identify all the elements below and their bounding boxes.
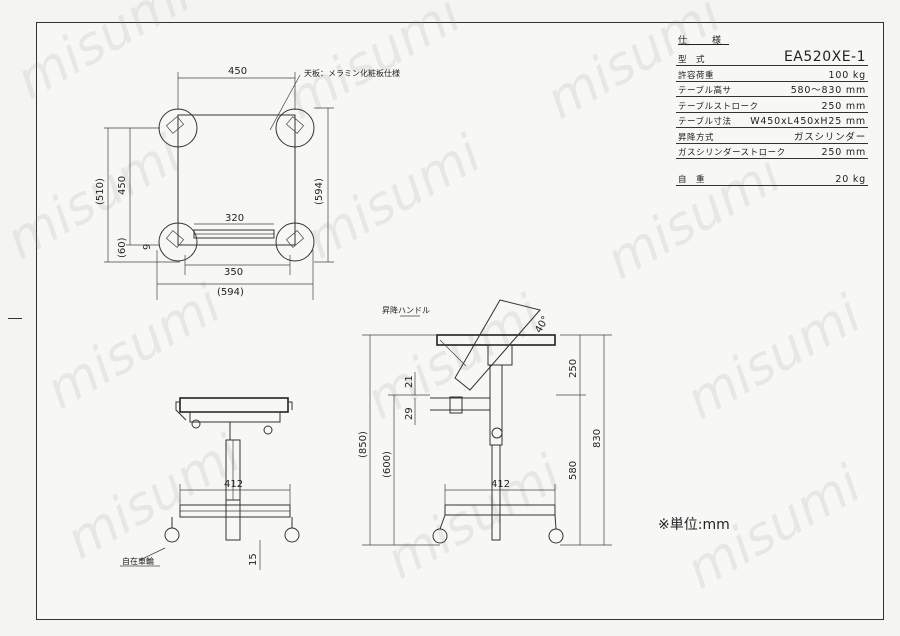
watermark-text: misumi [57, 424, 252, 571]
dim-handle: 320 [225, 213, 244, 224]
watermark-text: misumi [7, 0, 202, 111]
front-view: 412 15 自在車輪 [120, 397, 300, 570]
spec-label: 許容荷重 [678, 70, 715, 81]
dim-total: (850) [358, 431, 369, 458]
dim-base-outer: (594) [217, 287, 244, 298]
spec-row: 許容荷重 100 kg [676, 66, 868, 82]
dim-min: (600) [382, 451, 393, 478]
dim-side-base: 412 [491, 479, 510, 490]
table-top-outline [177, 114, 296, 246]
spec-value: ガスシリンダー [793, 131, 866, 143]
dim-left-inner: 450 [117, 176, 128, 195]
spec-label: テーブルストローク [678, 101, 759, 112]
spec-heading: 仕 様 [678, 36, 730, 46]
spec-row: テーブル寸法 W450xL450xH25 mm [676, 113, 868, 128]
dim-top: 450 [228, 66, 247, 77]
margin-tick [8, 318, 22, 319]
spec-value: EA520XE-1 [783, 49, 866, 65]
dim-left-bottom: (60) [117, 237, 128, 258]
side-column-lower [491, 444, 501, 541]
spec-value: 100 kg [828, 69, 866, 81]
spec-table: 仕 様 型 式 EA520XE-1 許容荷重 100 kg テーブル高サ 580… [676, 30, 868, 186]
drawing-sheet [36, 22, 884, 620]
dim-base-inner: 350 [224, 267, 243, 278]
watermark-text: misumi [37, 274, 232, 421]
spec-label: テーブル寸法 [678, 117, 732, 127]
dim-small: 9 [142, 244, 153, 250]
top-view: 450 (510) 450 (60) 9 320 350 (594) (594)… [95, 66, 400, 300]
spec-row: 自 重 20 kg [676, 170, 868, 186]
spec-label: 自 重 [678, 174, 706, 185]
dim-right: (594) [314, 178, 325, 205]
dim-left-outer: (510) [95, 178, 106, 205]
spec-spacer [676, 159, 868, 170]
spec-label: 昇降方式 [678, 132, 715, 143]
watermark-text: misumi [677, 284, 872, 431]
side-handle [454, 299, 541, 391]
front-table [179, 397, 289, 413]
spec-row: テーブル高サ 580～830 mm [676, 82, 868, 97]
spec-value: 250 mm [821, 100, 866, 112]
side-base [444, 504, 556, 516]
spec-row: ガスシリンダーストローク 250 mm [676, 144, 868, 159]
spec-value: W450xL450xH25 mm [750, 116, 866, 127]
spec-label: 型 式 [678, 55, 706, 65]
dim-step2: 29 [404, 407, 415, 420]
side-view: 412 40° (850) (600) 21 29 250 580 830 昇降… [358, 299, 612, 546]
spec-value: 250 mm [821, 147, 866, 158]
top-plate-note: 天板：メラミン化粧板仕様 [304, 68, 400, 78]
dim-max: 830 [592, 429, 603, 448]
spec-label: テーブル高サ [678, 86, 732, 96]
dim-step1: 21 [404, 375, 415, 388]
unit-note: ※単位:mm [658, 517, 730, 533]
watermark-text: misumi [277, 0, 472, 131]
spec-row: 型 式 EA520XE-1 [676, 46, 868, 66]
handle-note: 昇降ハンドル [382, 305, 430, 315]
spec-heading-row: 仕 様 [676, 30, 868, 46]
dim-low: 580 [568, 461, 579, 480]
caster-circle [275, 222, 315, 262]
spec-value: 580～830 mm [790, 85, 866, 96]
watermark-text: misumi [377, 444, 572, 591]
dim-stroke: 250 [568, 359, 579, 378]
spec-value: 20 kg [835, 173, 866, 185]
caster-note: 自在車輪 [122, 556, 154, 566]
spec-label: ガスシリンダーストローク [678, 148, 786, 158]
dim-front-base: 412 [224, 479, 243, 490]
dim-floor: 15 [248, 553, 259, 566]
caster-circle [158, 222, 198, 262]
watermark-text: misumi [297, 124, 492, 271]
spec-row: テーブルストローク 250 mm [676, 97, 868, 113]
spec-row: 昇降方式 ガスシリンダー [676, 128, 868, 144]
